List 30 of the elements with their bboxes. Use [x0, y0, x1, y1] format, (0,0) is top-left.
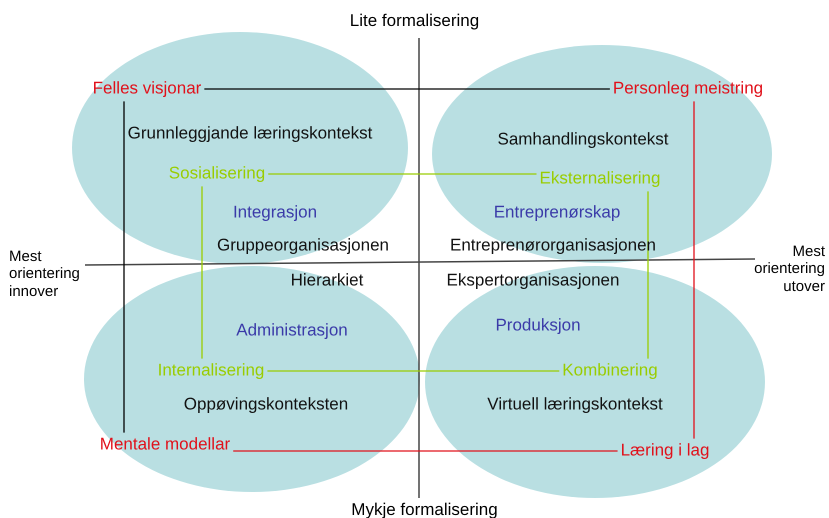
connector-line: [233, 450, 618, 452]
context-label: Grunnleggjande læringskontekst: [128, 124, 372, 144]
connector-line: [267, 370, 560, 372]
process-label: Eksternalisering: [540, 170, 660, 188]
connector-line: [123, 101, 125, 433]
connector-line: [268, 173, 537, 175]
connector-line: [201, 186, 203, 359]
context-label: Virtuell læringskontekst: [487, 396, 663, 414]
context-label: Oppøvingskonteksten: [184, 396, 348, 414]
context-label: Samhandlingskontekst: [497, 130, 669, 150]
discipline-label: Personleg meistring: [612, 80, 764, 98]
function-label: Produksjon: [495, 316, 581, 336]
discipline-label: Læring i lag: [620, 442, 710, 460]
connector-line: [204, 88, 610, 90]
context-label: Ekspertorganisasjonen: [446, 272, 620, 290]
axis-label: Mest orientering innover: [9, 248, 81, 300]
axis-label: Lite formalisering: [350, 11, 480, 30]
connector-line: [647, 191, 649, 359]
axis-label: Mest orientering utover: [753, 243, 825, 295]
discipline-label: Mentale modellar: [100, 436, 230, 454]
process-label: Kombinering: [562, 362, 658, 380]
process-label: Sosialisering: [168, 164, 266, 184]
process-label: Internalisering: [158, 362, 264, 380]
discipline-label: Felles visjonar: [92, 80, 202, 98]
function-label: Integrasjon: [232, 204, 318, 222]
context-label: Hierarkiet: [290, 272, 364, 290]
context-label: Gruppeorganisasjonen: [217, 236, 389, 256]
function-label: Administrasjon: [236, 322, 348, 340]
function-label: Entreprenørskap: [494, 204, 620, 222]
connector-line: [693, 101, 695, 439]
